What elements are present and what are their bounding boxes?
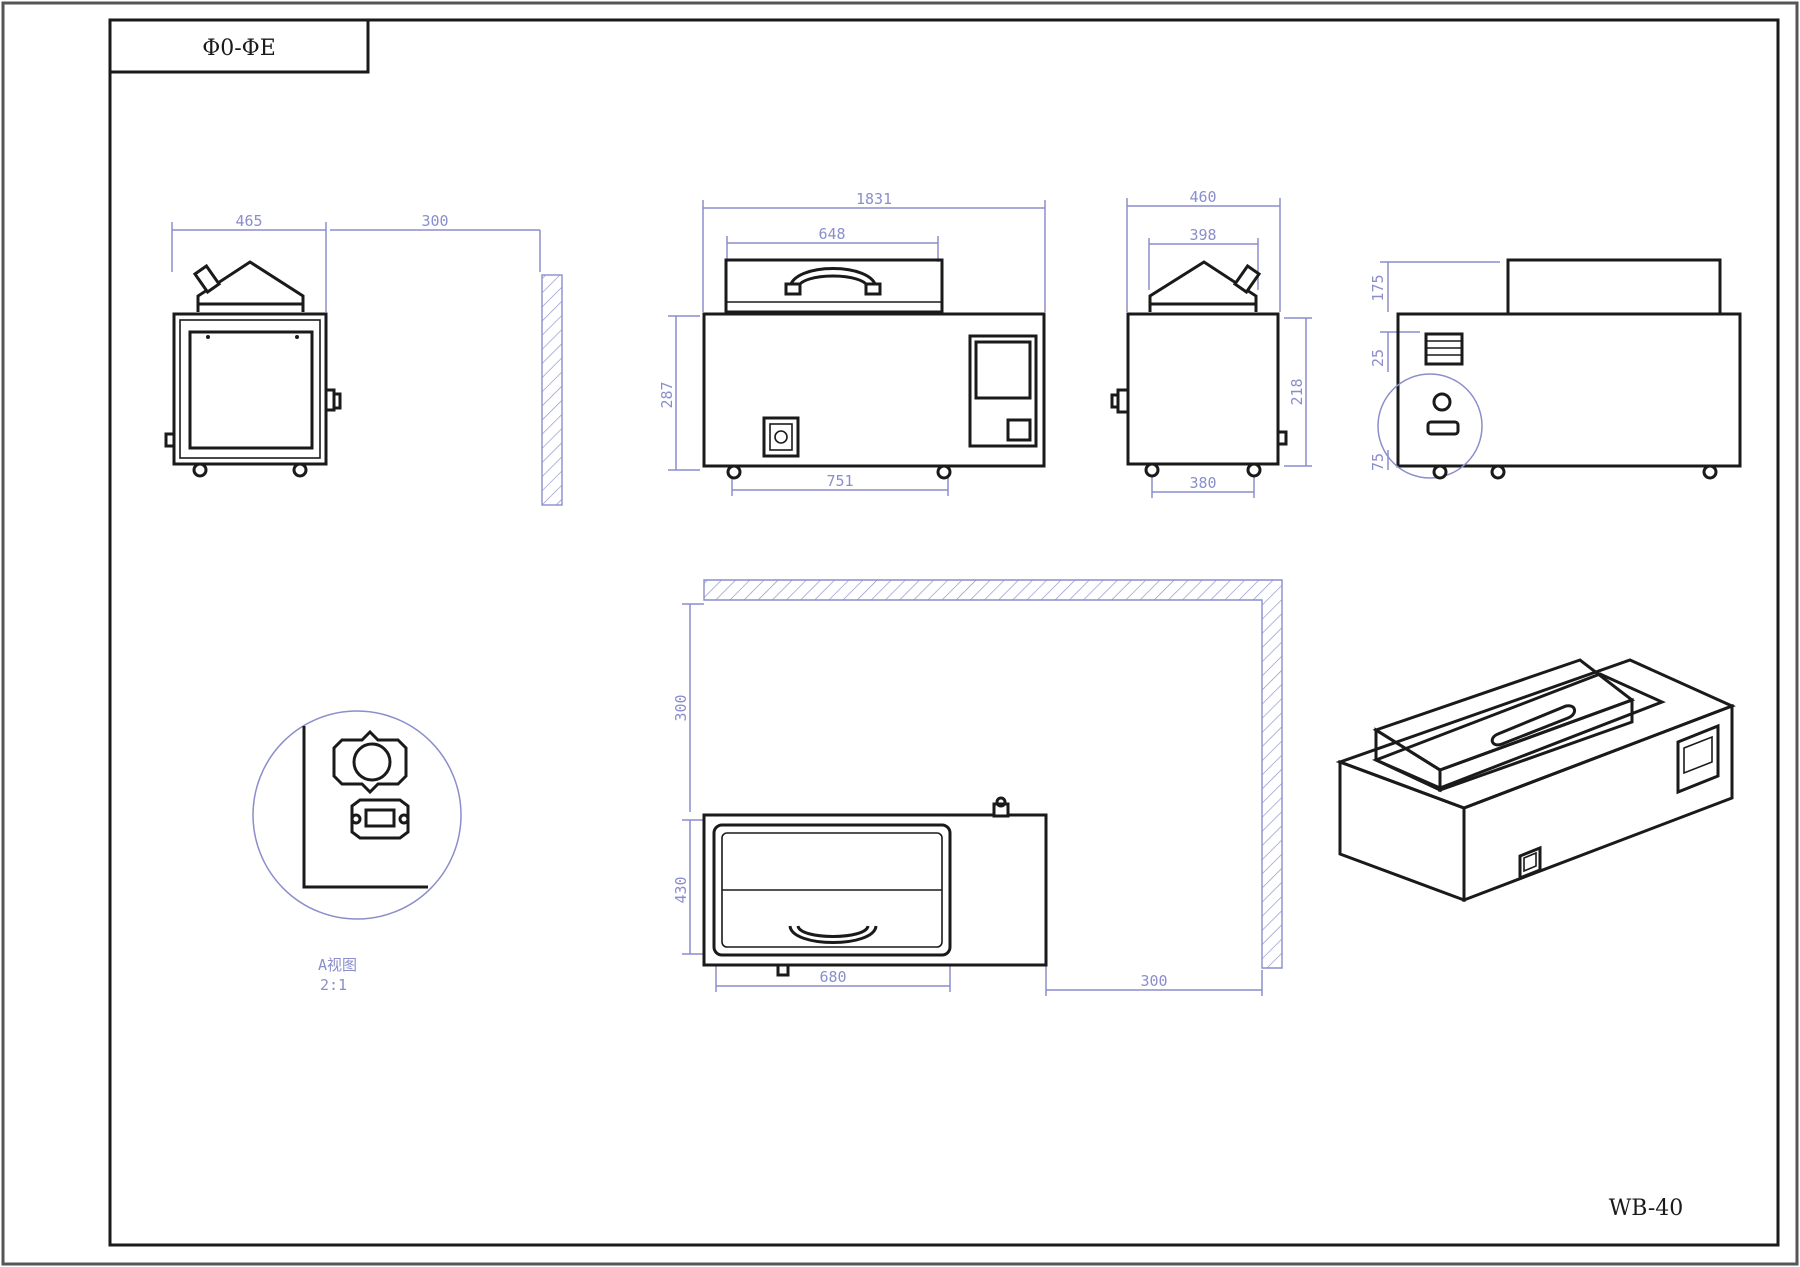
dim-side-left-clearance: 300 [421,212,448,230]
dim-front-feet-span: 751 [826,472,853,490]
wall-hatch-left [541,274,563,506]
dim-top-rear-clearance: 300 [672,694,690,721]
top-view: 300 430 680 300 [672,579,1283,996]
isometric-view [1335,658,1736,903]
dim-top-width: 680 [819,968,846,986]
dim-front-width: 1831 [856,190,892,208]
dim-side-right-feet: 380 [1189,474,1216,492]
title-block-label: Φ0-ΦE [202,36,276,61]
drawing-frame [108,18,1780,1247]
dim-top-depth: 430 [672,876,690,903]
detail-a-scale: 2:1 [320,976,347,994]
dim-front-height: 287 [658,381,676,408]
dim-front-lid-width: 648 [818,225,845,243]
dim-rear-lid-height: 175 [1369,274,1387,301]
dim-side-left-width: 465 [235,212,262,230]
vent-grille [1424,332,1464,366]
dim-rear-vent: 25 [1369,349,1387,367]
right-side-view: 460 398 218 380 [1110,188,1312,498]
dim-side-right-height: 218 [1288,378,1306,405]
left-side-view: 465 300 [164,212,563,506]
detail-a-callout [1377,373,1483,479]
title-block: Φ0-ΦE [108,18,370,74]
front-view: 1831 648 287 751 [658,190,1046,496]
wall-hatch-top [703,579,1283,969]
dim-rear-base: 75 [1369,453,1387,471]
rear-view: 175 25 75 [1369,258,1742,480]
dim-side-right-width: 460 [1189,188,1216,206]
dim-top-side-clearance: 300 [1140,972,1167,990]
drawing-number: WB-40 [1609,1196,1684,1221]
detail-a-view: A视图 2:1 [252,710,462,994]
detail-a-name: A视图 [318,956,357,974]
dim-side-right-top: 398 [1189,226,1216,244]
